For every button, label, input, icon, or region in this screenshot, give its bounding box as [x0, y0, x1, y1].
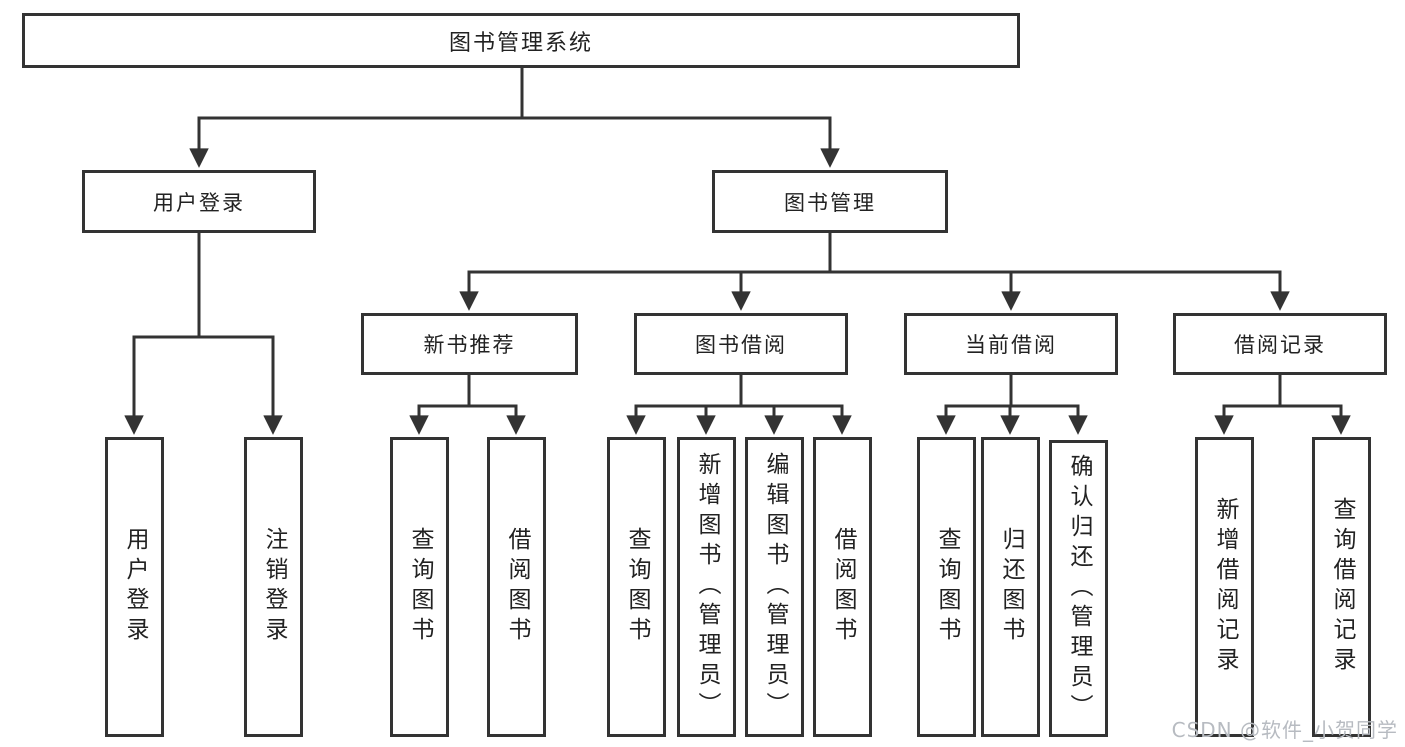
node-label: 图书管理系统 [448, 30, 593, 56]
leaf-records-query-record: 查询借阅记录 [1312, 437, 1371, 737]
node-book-management: 图书管理 [712, 170, 948, 233]
node-new-book-recommend: 新书推荐 [361, 313, 578, 375]
connector-current-to-leaves [936, 373, 1088, 435]
node-label: 确认归还（管理员） [1066, 453, 1092, 724]
node-label: 图书管理 [784, 190, 876, 215]
connector-user-login-to-leaves [124, 231, 283, 435]
leaf-current-confirm-return-admin: 确认归还（管理员） [1049, 440, 1108, 737]
connector-root-to-level2 [189, 66, 840, 168]
node-label: 用户登录 [122, 527, 148, 647]
node-label: 借阅图书 [504, 527, 530, 647]
leaf-user-login: 用户登录 [105, 437, 164, 737]
leaf-recommend-borrow-books: 借阅图书 [487, 437, 546, 737]
node-label: 新书推荐 [423, 333, 516, 357]
leaf-logout: 注销登录 [244, 437, 303, 737]
leaf-borrowing-add-books-admin: 新增图书（管理员） [677, 437, 736, 737]
node-label: 查询图书 [407, 527, 433, 647]
node-current-borrowing: 当前借阅 [904, 313, 1118, 375]
leaf-current-return-books: 归还图书 [981, 437, 1040, 737]
node-label: 编辑图书（管理员） [762, 452, 788, 722]
node-label: 借阅图书 [830, 527, 856, 647]
leaf-borrowing-borrow-books: 借阅图书 [813, 437, 872, 737]
node-label: 当前借阅 [965, 333, 1057, 357]
leaf-borrowing-edit-books-admin: 编辑图书（管理员） [745, 437, 804, 737]
node-label: 用户登录 [153, 190, 245, 215]
node-label: 新增图书（管理员） [694, 452, 720, 722]
node-label: 新增借阅记录 [1212, 497, 1238, 677]
node-book-borrowing: 图书借阅 [634, 313, 848, 375]
node-borrowing-records: 借阅记录 [1173, 313, 1387, 375]
connector-borrowing-to-leaves [626, 373, 852, 435]
connector-records-to-leaves [1214, 373, 1351, 435]
leaf-recommend-query-books: 查询图书 [390, 437, 449, 737]
leaf-records-add-record: 新增借阅记录 [1195, 437, 1254, 737]
node-label: 注销登录 [261, 527, 287, 647]
node-label: 查询图书 [934, 527, 960, 647]
leaf-current-query-books: 查询图书 [917, 437, 976, 737]
node-label: 查询借阅记录 [1329, 497, 1355, 677]
node-user-login: 用户登录 [82, 170, 316, 233]
node-label: 归还图书 [998, 527, 1024, 647]
connector-book-mgmt-to-level3 [459, 231, 1290, 311]
node-label: 借阅记录 [1234, 333, 1326, 357]
leaf-borrowing-query-books: 查询图书 [607, 437, 666, 737]
connector-recommend-to-leaves [409, 373, 526, 435]
node-root: 图书管理系统 [22, 13, 1020, 68]
csdn-watermark: CSDN @软件_小贺同学 [1171, 718, 1398, 742]
node-label: 图书借阅 [695, 333, 787, 357]
node-label: 查询图书 [624, 527, 650, 647]
